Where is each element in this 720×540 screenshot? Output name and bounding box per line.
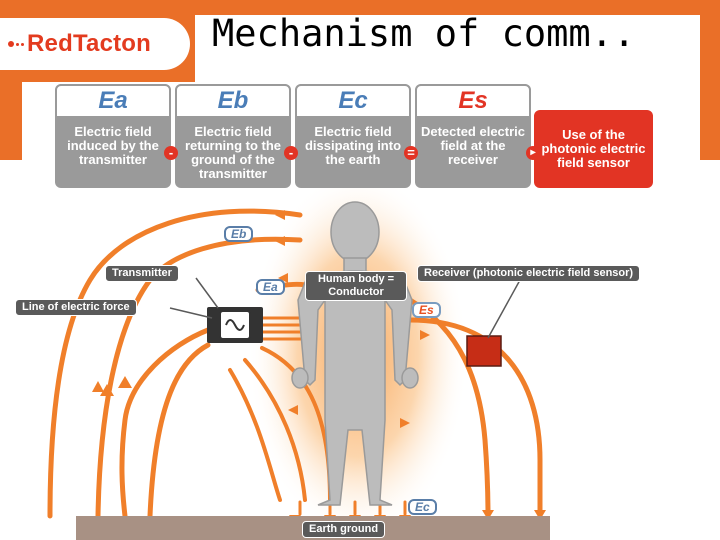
field-line-eb-outer — [47, 208, 303, 519]
label-receiver: Receiver (photonic electric field sensor… — [417, 265, 641, 282]
card-ea-header: Ea — [55, 84, 171, 118]
arrow-body-2 — [400, 418, 410, 428]
field-line-contact — [260, 316, 304, 341]
logo-dots-icon — [8, 41, 24, 47]
card-ec-header: Ec — [295, 84, 411, 118]
body-head — [330, 201, 380, 263]
card-eb-text: Electric field returning to the ground o… — [184, 124, 282, 181]
leader-receiver — [487, 279, 521, 339]
label-earth-ground: Earth ground — [302, 521, 386, 538]
label-human-body: Human body = Conductor — [305, 271, 407, 301]
field-line-es — [407, 297, 491, 519]
arrow-up-left-2 — [118, 376, 132, 388]
card-es-header: Es — [415, 84, 531, 118]
arrow-eb-1 — [275, 210, 285, 220]
field-line-receiver — [407, 317, 543, 519]
field-line-body-3 — [228, 368, 282, 502]
receiver-device — [466, 335, 502, 367]
label-line-of-electric-force: Line of electric force — [15, 299, 137, 316]
field-line-left-3 — [147, 342, 211, 519]
slide-title: Mechanism of comm.. — [212, 12, 636, 55]
card-result-text: Use of the photonic electric field senso… — [541, 127, 646, 170]
arrow-up-left-1 — [100, 384, 114, 396]
card-es-symbol: Es — [458, 87, 488, 114]
leader-transmitter — [195, 277, 219, 309]
card-es: Es Detected electric field at the receiv… — [415, 84, 531, 188]
logo-text: RedTacton — [27, 30, 152, 57]
redtacton-logo: RedTacton — [0, 18, 190, 70]
operator-minus-1: - — [164, 146, 178, 160]
card-ec-text: Electric field dissipating into the eart… — [304, 124, 402, 167]
arrow-body-1 — [288, 405, 298, 415]
transmitter-device — [207, 307, 263, 343]
sine-wave-generator-icon — [225, 319, 245, 331]
arrow-down-es — [482, 510, 494, 520]
body-left-hand — [291, 367, 309, 389]
red-sensor-square-icon — [466, 335, 502, 367]
arrow-down-recv — [534, 510, 546, 520]
card-ea: Ea Electric field induced by the transmi… — [55, 84, 171, 188]
leader-line-of-force — [169, 307, 213, 319]
card-ea-text: Electric field induced by the transmitte… — [67, 124, 159, 167]
tag-ea: Ea — [256, 279, 285, 295]
tag-ec: Ec — [408, 499, 437, 515]
card-ea-symbol: Ea — [98, 87, 128, 114]
card-es-text: Detected electric field at the receiver — [420, 124, 526, 167]
label-transmitter: Transmitter — [105, 265, 179, 282]
leader-lines — [169, 277, 521, 339]
operator-minus-2: - — [284, 146, 298, 160]
card-eb-symbol: Eb — [217, 87, 249, 114]
card-eb: Eb Electric field returning to the groun… — [175, 84, 291, 188]
body-right-hand — [401, 367, 419, 389]
arrow-es — [420, 330, 430, 340]
card-ec: Ec Electric field dissipating into the e… — [295, 84, 411, 188]
operator-equals: = — [404, 146, 418, 160]
arrow-eb-2 — [275, 236, 285, 246]
field-line-ec — [298, 500, 407, 516]
field-line-left-2 — [119, 327, 211, 519]
play-arrow-icon: ▸ — [526, 146, 540, 160]
field-line-body-2 — [243, 358, 307, 502]
arrow-up-left-3 — [92, 381, 104, 392]
tag-eb: Eb — [224, 226, 254, 242]
tag-es: Es — [412, 302, 441, 318]
card-eb-header: Eb — [175, 84, 291, 118]
card-result: Use of the photonic electric field senso… — [534, 110, 653, 188]
card-ec-symbol: Ec — [338, 87, 368, 114]
field-line-outer-left — [95, 277, 153, 519]
human-body-figure — [291, 201, 419, 506]
arrow-ea — [278, 273, 288, 283]
